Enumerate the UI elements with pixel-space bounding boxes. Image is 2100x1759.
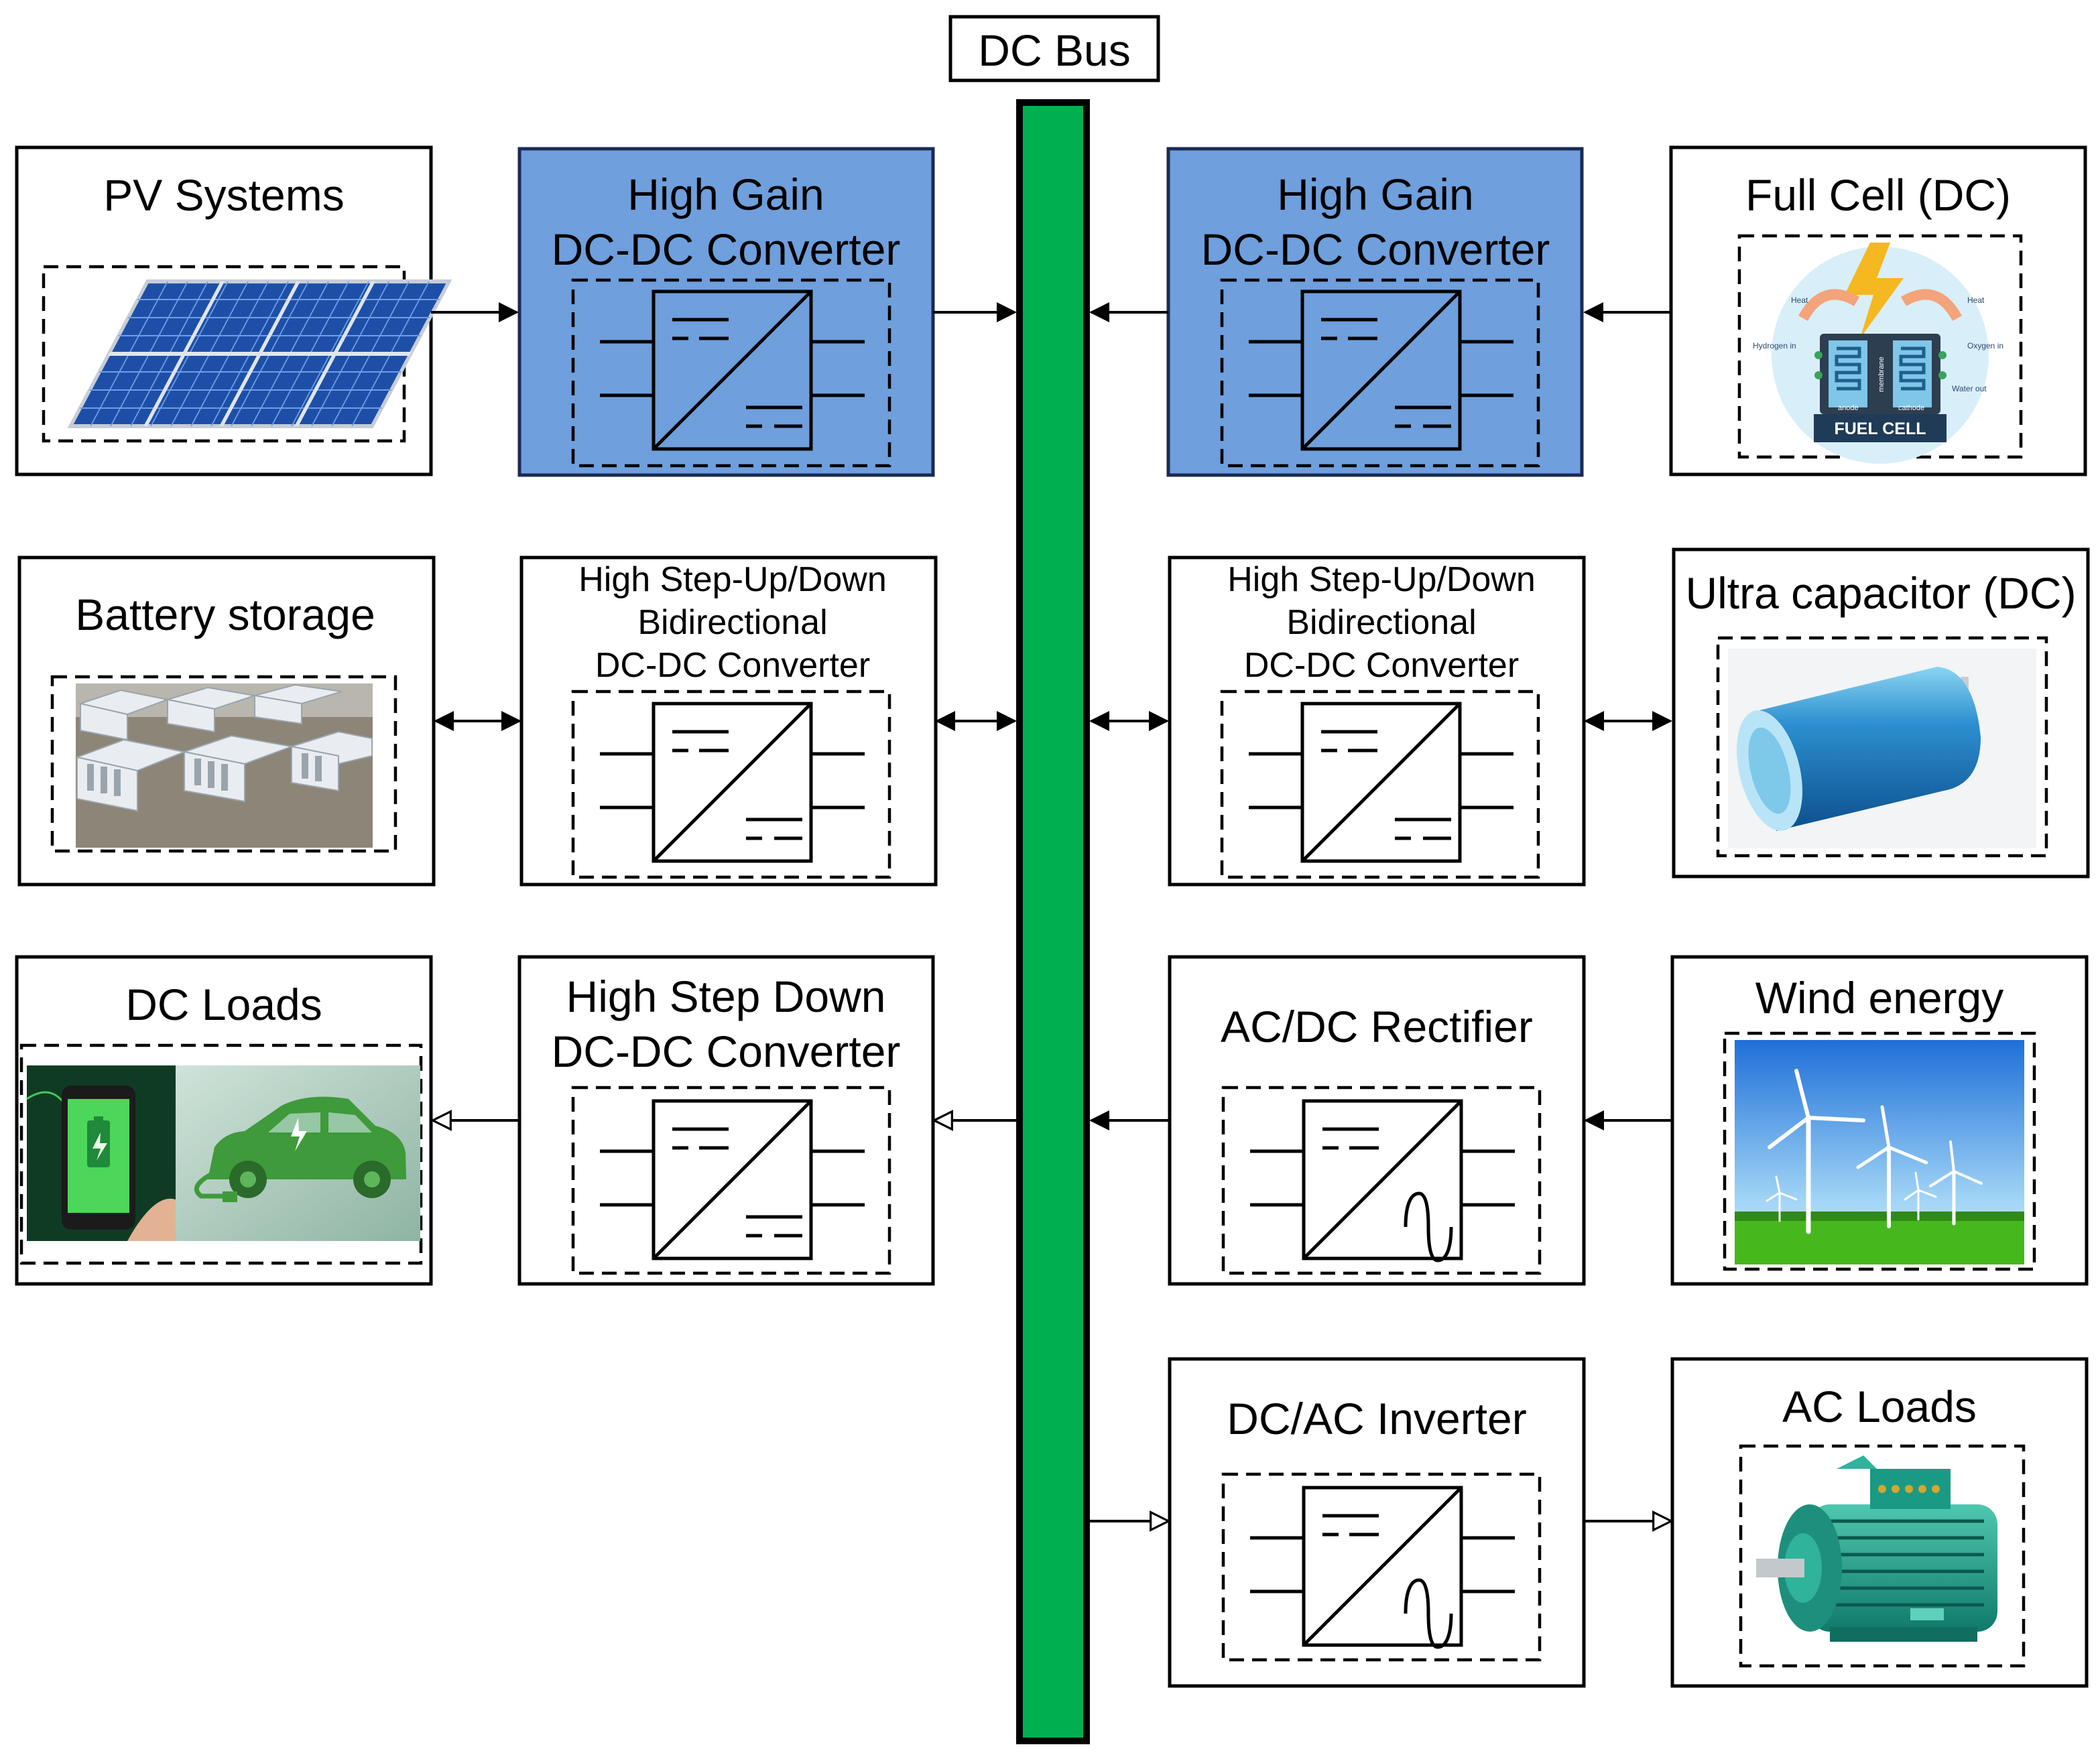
dc-dc-converter-icon (600, 289, 865, 451)
battery-storage-title: Battery storage (75, 590, 375, 639)
inverter-title: DC/AC Inverter (1227, 1394, 1526, 1443)
fuel-cell-cathode: cathode (1898, 404, 1924, 412)
dc-loads-block: DC Loads (15, 955, 433, 1286)
fuel-cell-art-title: FUEL CELL (1834, 419, 1926, 438)
converter-title-line-2: DC-DC Converter (1201, 224, 1550, 274)
converter-title-line-1: High Step Down (566, 972, 886, 1021)
fuel-cell-hydrogen-in: Hydrogen in (1753, 341, 1796, 350)
converter-title-line-1: High Step-Up/Down (578, 560, 887, 599)
bidirectional-converter-right: High Step-Up/Down Bidirectional DC-DC Co… (1168, 556, 1586, 887)
fuel-cell-oxygen-in: Oxygen in (1967, 341, 2003, 350)
battery-storage-icon (74, 683, 373, 848)
converter-title-line-1: High Gain (1277, 170, 1474, 219)
dc-dc-converter-icon (600, 702, 865, 863)
electric-motor-icon (1756, 1455, 1997, 1642)
rectifier-title: AC/DC Rectifier (1221, 1002, 1533, 1051)
wind-turbine-icon (1735, 1040, 2024, 1264)
fuel-cell-heat-left: Heat (1791, 296, 1808, 305)
dc-loads-title: DC Loads (125, 980, 322, 1029)
converter-title-line-1: High Step-Up/Down (1227, 560, 1536, 599)
converter-title-line-2: DC-DC Converter (552, 1027, 901, 1076)
electric-car-icon (176, 1065, 420, 1241)
converter-title-line-2: Bidirectional (1286, 603, 1476, 642)
pv-systems-block: PV Systems (15, 145, 452, 476)
high-gain-converter-left: High Gain DC-DC Converter (517, 147, 935, 477)
dc-bus-bar (1016, 99, 1090, 1744)
high-gain-converter-right: High Gain DC-DC Converter (1166, 147, 1584, 477)
wind-energy-title: Wind energy (1755, 973, 2004, 1023)
battery-storage-block: Battery storage (17, 556, 436, 887)
dc-dc-converter-icon (1249, 289, 1514, 451)
converter-title-line-1: High Gain (627, 170, 824, 219)
dc-dc-converter-icon (600, 1099, 865, 1260)
step-down-converter: High Step Down DC-DC Converter (517, 955, 935, 1286)
dc-ac-inverter: DC/AC Inverter (1168, 1357, 1586, 1688)
solar-panel-icon (67, 279, 452, 428)
converter-title-line-2: DC-DC Converter (552, 224, 901, 274)
pv-systems-title: PV Systems (103, 170, 344, 220)
fuel-cell-heat-right: Heat (1967, 296, 1985, 305)
dc-bus-label: DC Bus (978, 25, 1130, 75)
fuel-cell-anode: anode (1838, 404, 1859, 412)
ac-dc-converter-icon (1250, 1486, 1515, 1649)
ultracapacitor-icon (1728, 649, 2036, 848)
ultracapacitor-title: Ultra capacitor (DC) (1685, 568, 2076, 618)
converter-title-line-2: Bidirectional (637, 603, 827, 642)
dc-bus-label-box (948, 15, 1160, 82)
converter-title-line-3: DC-DC Converter (1244, 646, 1519, 685)
phone-battery-icon (26, 1065, 176, 1241)
ac-loads-block: AC Loads (1670, 1357, 2089, 1688)
converter-title-line-3: DC-DC Converter (595, 646, 870, 685)
fuel-cell-water-out: Water out (1952, 384, 1987, 393)
fuel-cell-title: Full Cell (DC) (1745, 170, 2011, 220)
fuel-cell-icon: Heat Heat Hydrogen in Oxygen in Water ou… (1753, 243, 2003, 464)
bidirectional-converter-left: High Step-Up/Down Bidirectional DC-DC Co… (519, 556, 938, 887)
dc-dc-converter-icon (1249, 702, 1514, 863)
fuel-cell-membrane: membrane (1877, 356, 1886, 392)
fuel-cell-block: Full Cell (DC) Heat Heat Hydrogen in Oxy… (1669, 145, 2087, 476)
dc-bus: DC Bus (948, 15, 1160, 1744)
ac-dc-rectifier: AC/DC Rectifier (1168, 955, 1586, 1286)
ultracapacitor-block: Ultra capacitor (DC) (1672, 547, 2090, 878)
ac-dc-converter-icon (1250, 1099, 1515, 1262)
ac-loads-title: AC Loads (1782, 1382, 1977, 1431)
wind-energy-block: Wind energy (1670, 955, 2089, 1286)
